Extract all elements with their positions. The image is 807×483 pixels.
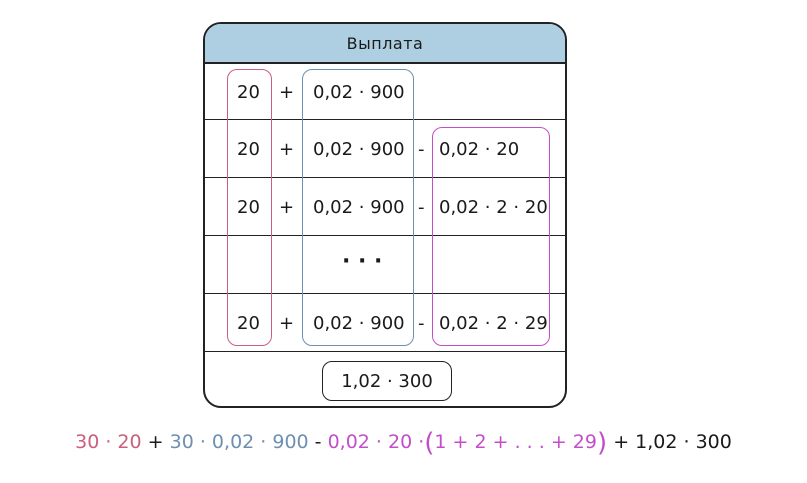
formula-term-decrement: 0,02 · 20 · (327, 431, 425, 453)
row-divider (205, 293, 565, 294)
formula-series: 1 + 2 + . . . + 29 (434, 431, 597, 453)
row-2-plus: + (279, 139, 295, 160)
formula-term-interest: 30 · 0,02 · 900 (169, 431, 309, 453)
sum-formula: 30 · 20 + 30 · 0,02 · 900 - 0,02 · 20 ·(… (0, 428, 807, 458)
row-2-constant: 20 (237, 139, 260, 160)
row-divider (205, 235, 565, 236)
formula-paren-close: ) (596, 428, 608, 458)
group-frame-constant (227, 69, 272, 346)
row-last-constant: 20 (237, 313, 260, 334)
row-3-minus: - (418, 197, 425, 218)
table-header: Выплата (205, 24, 565, 64)
formula-term-final: 1,02 · 300 (635, 431, 732, 453)
formula-paren-open: ( (424, 428, 435, 458)
row-divider (205, 351, 565, 352)
row-last-plus: + (279, 313, 295, 334)
row-2-interest: 0,02 · 900 (313, 139, 405, 160)
formula-minus: - (314, 431, 322, 453)
row-divider (205, 119, 565, 120)
row-3-interest: 0,02 · 900 (313, 197, 405, 218)
row-last-decrement: 0,02 · 2 · 29 (439, 313, 548, 334)
row-1-interest: 0,02 · 900 (313, 82, 405, 103)
row-ellipsis: · · · (342, 249, 383, 274)
row-3-decrement: 0,02 · 2 · 20 (439, 197, 548, 218)
group-frame-interest (302, 69, 414, 346)
row-2-minus: - (418, 139, 425, 160)
formula-plus: + (147, 431, 164, 453)
row-last-minus: - (418, 313, 425, 334)
row-3-constant: 20 (237, 197, 260, 218)
formula-plus-final: + (613, 431, 630, 453)
row-divider (205, 177, 565, 178)
formula-term-constant: 30 · 20 (75, 431, 142, 453)
row-1-plus: + (279, 82, 295, 103)
row-2-decrement: 0,02 · 20 (439, 139, 520, 160)
final-payment-box: 1,02 · 300 (322, 361, 452, 401)
row-last-interest: 0,02 · 900 (313, 313, 405, 334)
group-frame-decrement (432, 127, 550, 346)
payment-table: Выплата 20 + 0,02 · 900 20 + 0,02 · 900 … (203, 22, 567, 408)
row-3-plus: + (279, 197, 295, 218)
row-1-constant: 20 (237, 82, 260, 103)
